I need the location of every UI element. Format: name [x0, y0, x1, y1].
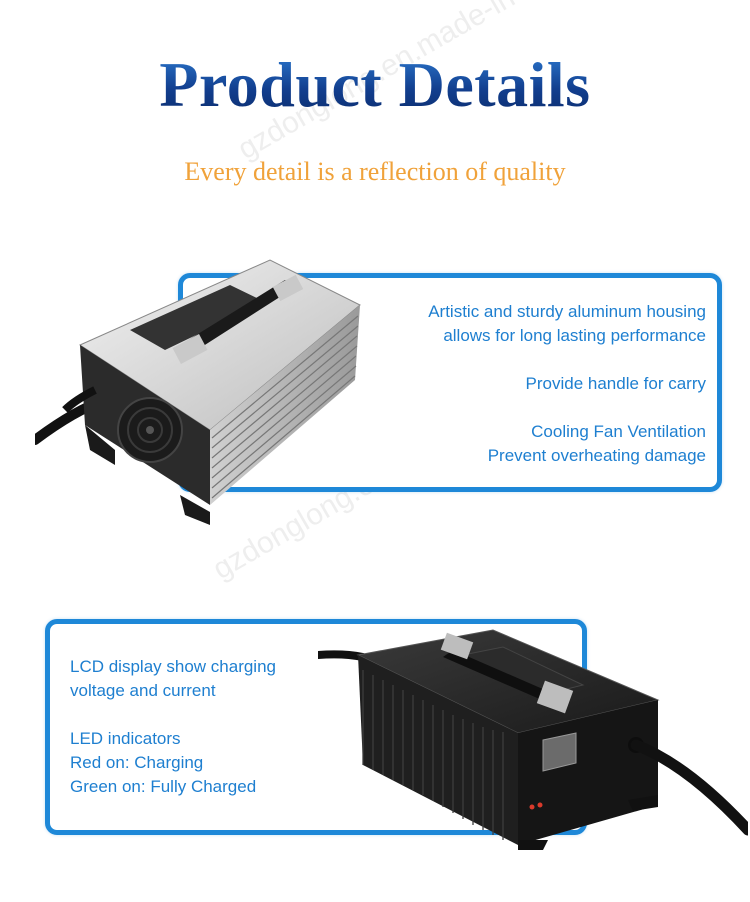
feature-line: Red on: Charging: [70, 753, 204, 772]
feature-line: Cooling Fan Ventilation: [531, 422, 706, 441]
feature-line: Provide handle for carry: [525, 374, 706, 393]
page-title: Product Details: [0, 48, 750, 122]
feature-item: LED indicators Red on: Charging Green on…: [70, 727, 276, 799]
feature-line: Artistic and sturdy aluminum housing: [428, 302, 706, 321]
feature-item: LCD display show charging voltage and cu…: [70, 655, 276, 703]
feature-line: Green on: Fully Charged: [70, 777, 257, 796]
black-charger-image: [318, 629, 748, 850]
feature-line: voltage and current: [70, 681, 216, 700]
feature-item: Provide handle for carry: [428, 372, 706, 396]
feature-line: Prevent overheating damage: [487, 446, 706, 465]
feature-line: LED indicators: [70, 729, 181, 748]
feature-line: allows for long lasting performance: [443, 326, 706, 345]
feature-line: LCD display show charging: [70, 657, 276, 676]
feature-list-black: LCD display show charging voltage and cu…: [70, 655, 276, 823]
feature-item: Artistic and sturdy aluminum housing all…: [428, 300, 706, 348]
silver-charger-image: [35, 259, 361, 525]
feature-list-silver: Artistic and sturdy aluminum housing all…: [428, 300, 706, 492]
feature-item: Cooling Fan Ventilation Prevent overheat…: [428, 420, 706, 468]
page-subtitle: Every detail is a reflection of quality: [184, 157, 566, 186]
